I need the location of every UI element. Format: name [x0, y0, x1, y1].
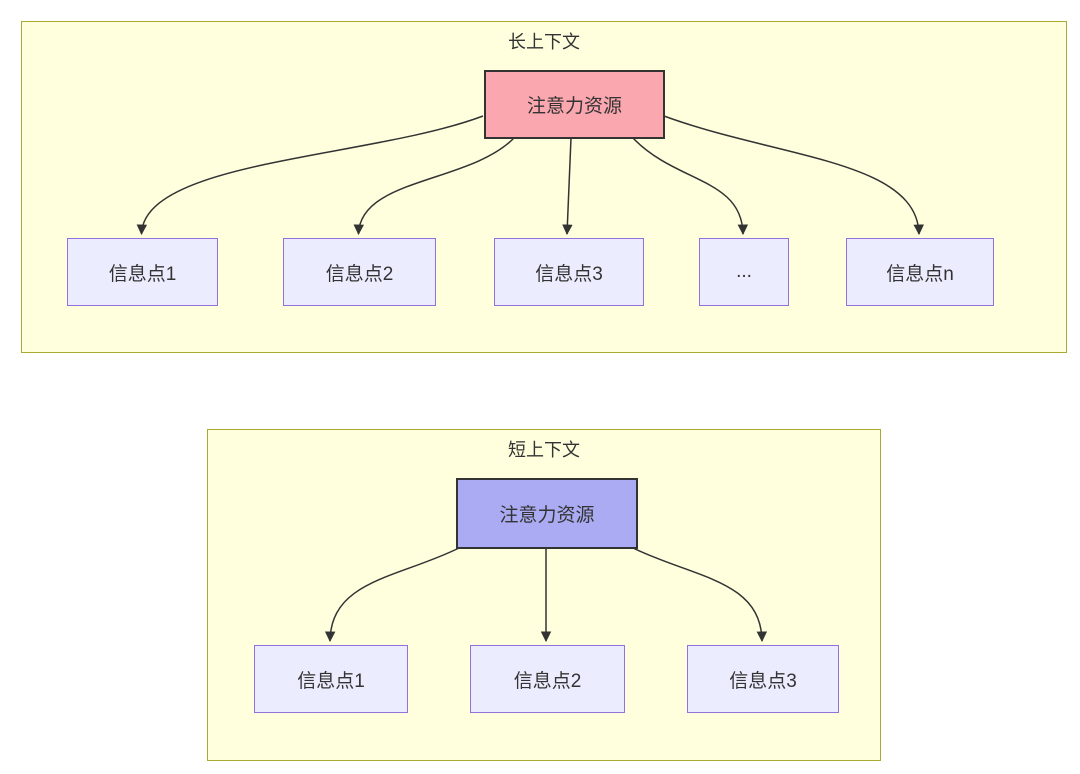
- node-long-info-3: 信息点3: [494, 238, 644, 306]
- node-short-info-2: 信息点2: [470, 645, 625, 713]
- short-context-title: 短上下文: [508, 440, 580, 460]
- short-context-container: 短上下文 注意力资源 信息点1 信息点2 信息点3: [207, 429, 881, 761]
- long-context-container: 长上下文 注意力资源 信息点1 信息点2 信息点3 ... 信息点n: [21, 21, 1067, 353]
- attention-node-short: 注意力资源: [456, 478, 638, 549]
- node-short-info-1: 信息点1: [254, 645, 408, 713]
- node-short-info-3: 信息点3: [687, 645, 839, 713]
- node-long-info-1: 信息点1: [67, 238, 218, 306]
- node-long-info-2: 信息点2: [283, 238, 436, 306]
- long-context-title: 长上下文: [508, 32, 580, 52]
- node-long-info-n: 信息点n: [846, 238, 994, 306]
- node-long-info-ellipsis: ...: [699, 238, 789, 306]
- attention-node-long: 注意力资源: [484, 70, 665, 139]
